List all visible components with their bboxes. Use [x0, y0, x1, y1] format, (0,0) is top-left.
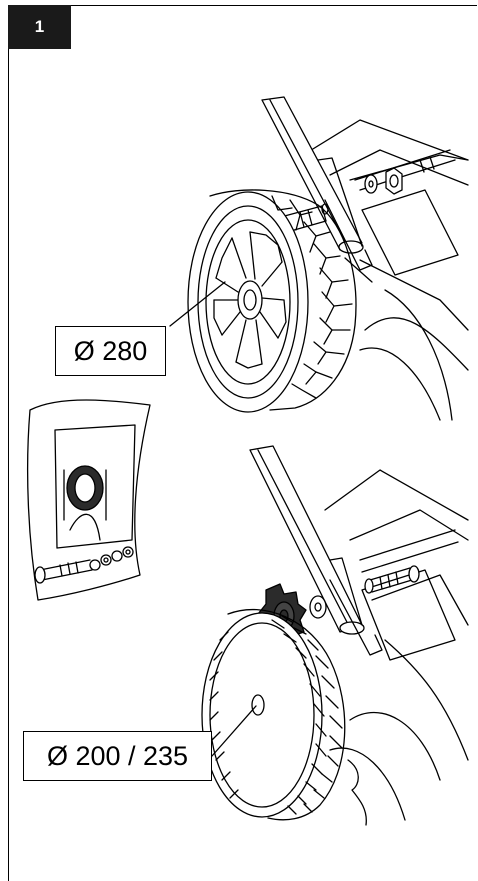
inset-bracket-detail: [27, 399, 151, 601]
bottom-diameter-leader-line: [211, 705, 257, 757]
top-nut-and-washer: [364, 167, 403, 195]
top-diameter-leader-line: [169, 281, 226, 327]
top-large-wheel: [187, 189, 357, 413]
bottom-washer: [309, 595, 327, 619]
top-wheel-diameter-label: Ø 280: [55, 326, 166, 376]
figure-frame: [8, 5, 477, 881]
bottom-mower-deck: [324, 469, 469, 821]
bottom-axle-bolt: [364, 565, 420, 594]
bottom-wheel-diameter-label: Ø 200 / 235: [23, 731, 212, 781]
bottom-rear-hook: [347, 759, 367, 826]
bottom-small-wheel: [201, 609, 346, 821]
step-number-badge: 1: [8, 5, 71, 49]
top-mower-deck: [294, 119, 469, 421]
top-handle-tube: [261, 96, 373, 283]
bottom-handle-tube: [249, 445, 383, 656]
